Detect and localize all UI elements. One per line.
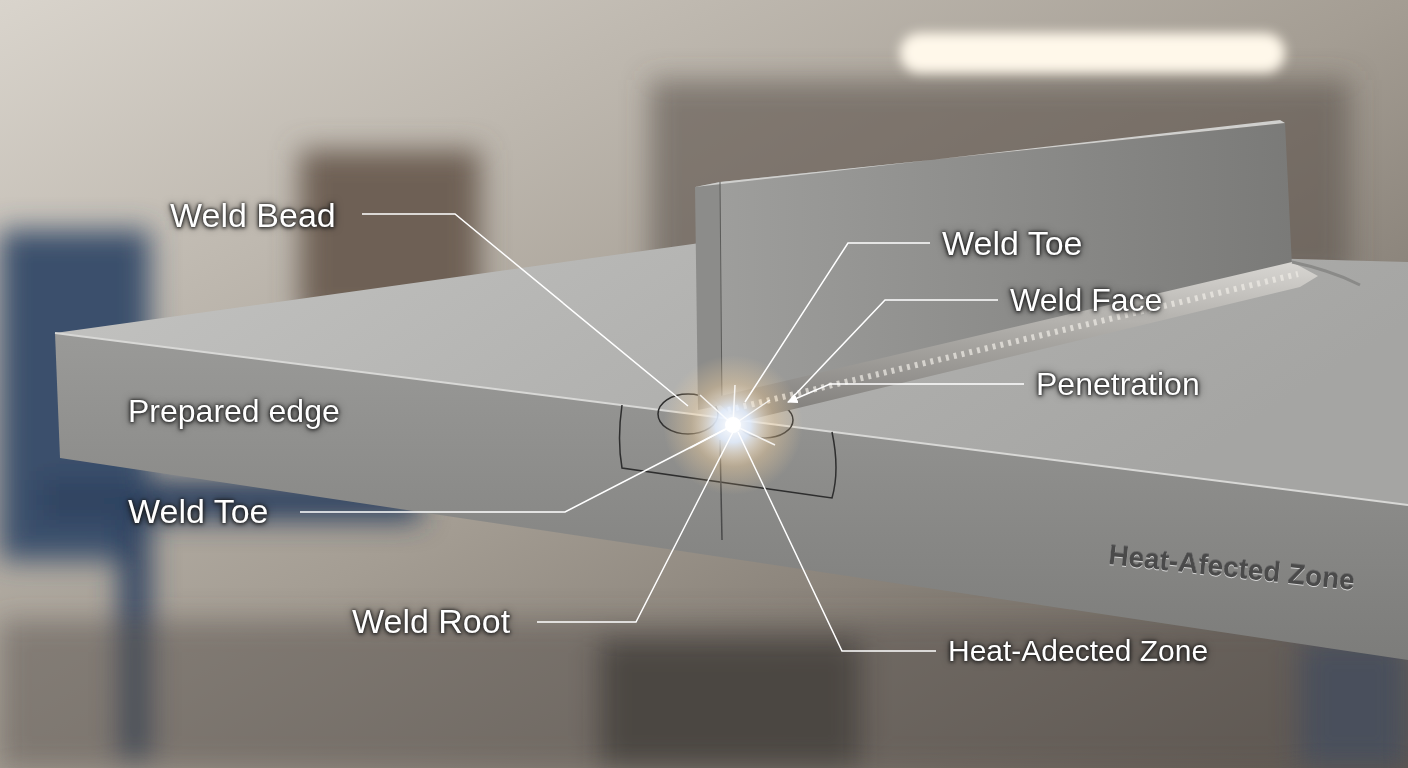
part-label: Weld Face bbox=[1010, 284, 1162, 316]
part-label: Prepared edge bbox=[128, 395, 340, 427]
part-label: Weld Toe bbox=[128, 494, 269, 528]
part-label: Penetration bbox=[1036, 368, 1200, 400]
part-label: Weld Bead bbox=[170, 198, 336, 232]
part-label: Heat-Adected Zone bbox=[948, 636, 1208, 666]
part-label: Weld Root bbox=[352, 604, 510, 638]
leader-lines bbox=[300, 214, 1024, 651]
part-label: Weld Toe bbox=[942, 226, 1083, 260]
